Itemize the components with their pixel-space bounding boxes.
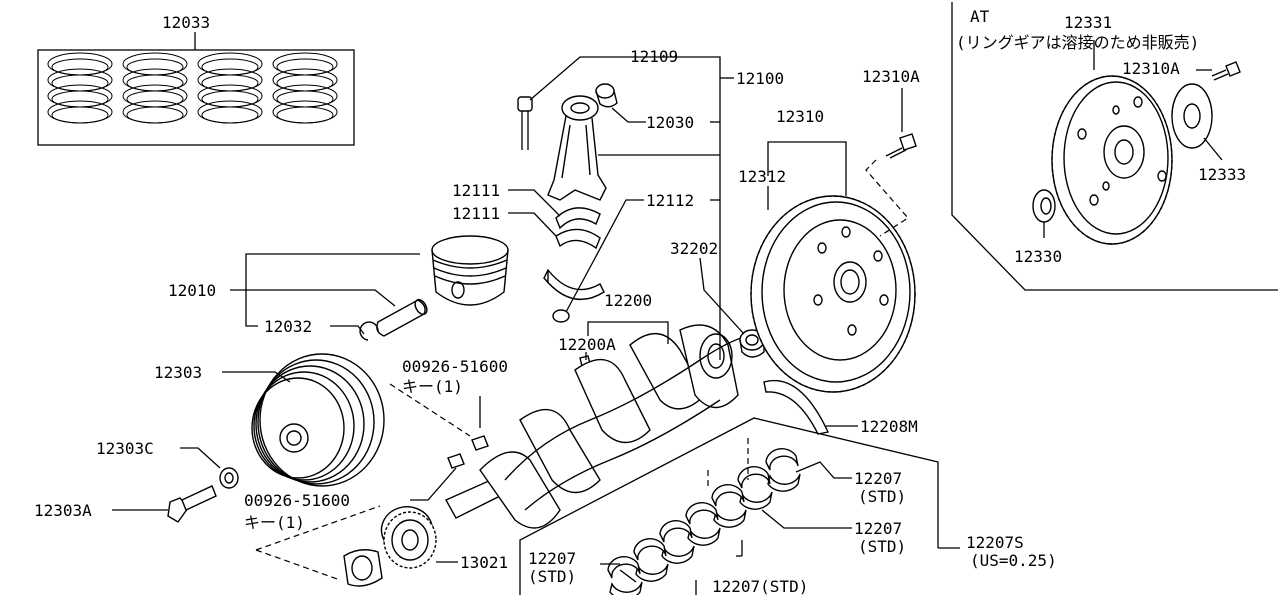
pulley-bolt	[167, 485, 217, 523]
label-12208m: 12208M	[860, 417, 918, 436]
label-12033: 12033	[162, 13, 210, 32]
label-12303c: 12303C	[96, 439, 154, 458]
label-12303: 12303	[154, 363, 202, 382]
main-bearing-shell	[737, 466, 773, 510]
label-12310a: 12310A	[862, 67, 920, 86]
piston-ring-stack	[197, 52, 263, 124]
leader-lines	[112, 40, 1223, 595]
crankshaft	[380, 324, 749, 555]
timing-sprocket	[383, 511, 437, 569]
main-bearing-shell	[765, 448, 801, 492]
label-12207-2-note: (STD)	[858, 537, 906, 556]
label-12312: 12312	[738, 167, 786, 186]
label-at: AT	[970, 7, 990, 26]
piston-pin-clip	[359, 321, 379, 341]
piston-ring-stack	[272, 52, 338, 124]
label-12207s-note: (US=0.25)	[970, 551, 1057, 570]
label-12100: 12100	[736, 69, 784, 88]
label-12032: 12032	[264, 317, 312, 336]
piston-ring-stack	[47, 52, 113, 124]
main-bearing-shell	[711, 484, 747, 528]
label-12207-4: 12207(STD)	[712, 577, 808, 595]
label-key-bottom-text: キー(1)	[244, 513, 305, 532]
label-12207-1: 12207	[854, 469, 902, 488]
label-13021: 13021	[460, 553, 508, 572]
label-12207s: 12207S	[966, 533, 1024, 552]
label-12112: 12112	[646, 191, 694, 210]
piston	[431, 235, 509, 306]
label-12331: 12331	[1064, 13, 1112, 32]
main-bearing-shell	[633, 538, 669, 582]
part-labels: 12033 12109 12100 12030 12111 12111 1211…	[34, 7, 1246, 595]
main-bearing-shell	[659, 520, 695, 564]
label-at-12310a: 12310A	[1122, 59, 1180, 78]
flywheel	[750, 195, 916, 393]
piston-ring-set	[37, 32, 355, 146]
label-12030: 12030	[646, 113, 694, 132]
at-reinforcement-plate	[1171, 83, 1213, 149]
label-12200a: 12200A	[558, 335, 616, 354]
crank-gear-collar	[343, 549, 383, 587]
piston-ring-stack	[122, 52, 188, 124]
label-12207-3: 12207	[528, 549, 576, 568]
label-key-top-code: 00926-51600	[402, 357, 508, 376]
label-12111-upper: 12111	[452, 181, 500, 200]
label-12109: 12109	[630, 47, 678, 66]
label-key-top-text: キー(1)	[402, 377, 463, 396]
label-12207-3-note: (STD)	[528, 567, 576, 586]
piston-pin	[376, 298, 428, 337]
label-12310: 12310	[776, 107, 824, 126]
thrust-washer	[763, 380, 830, 435]
label-key-bottom-code: 00926-51600	[244, 491, 350, 510]
label-12330: 12330	[1014, 247, 1062, 266]
label-12200: 12200	[604, 291, 652, 310]
label-12303a: 12303A	[34, 501, 92, 520]
main-bearing-shell	[607, 556, 643, 595]
label-12331-note: (リングギアは溶接のため非販売)	[956, 33, 1199, 52]
flywheel-bolt	[885, 133, 917, 159]
at-bolt	[1211, 61, 1241, 81]
pulley-washer	[219, 467, 239, 489]
at-drive-plate	[1051, 75, 1173, 245]
label-12111-lower: 12111	[452, 204, 500, 223]
crank-pulley	[251, 353, 385, 487]
at-inset-frame	[951, 2, 1278, 291]
connecting-rod	[517, 83, 618, 323]
at-oil-seal	[1032, 189, 1056, 223]
main-bearings	[607, 448, 801, 595]
label-12333: 12333	[1198, 165, 1246, 184]
main-bearing-shell	[685, 502, 721, 546]
label-32202: 32202	[670, 239, 718, 258]
label-12010: 12010	[168, 281, 216, 300]
label-12207-2: 12207	[854, 519, 902, 538]
label-12207-1-note: (STD)	[858, 487, 906, 506]
